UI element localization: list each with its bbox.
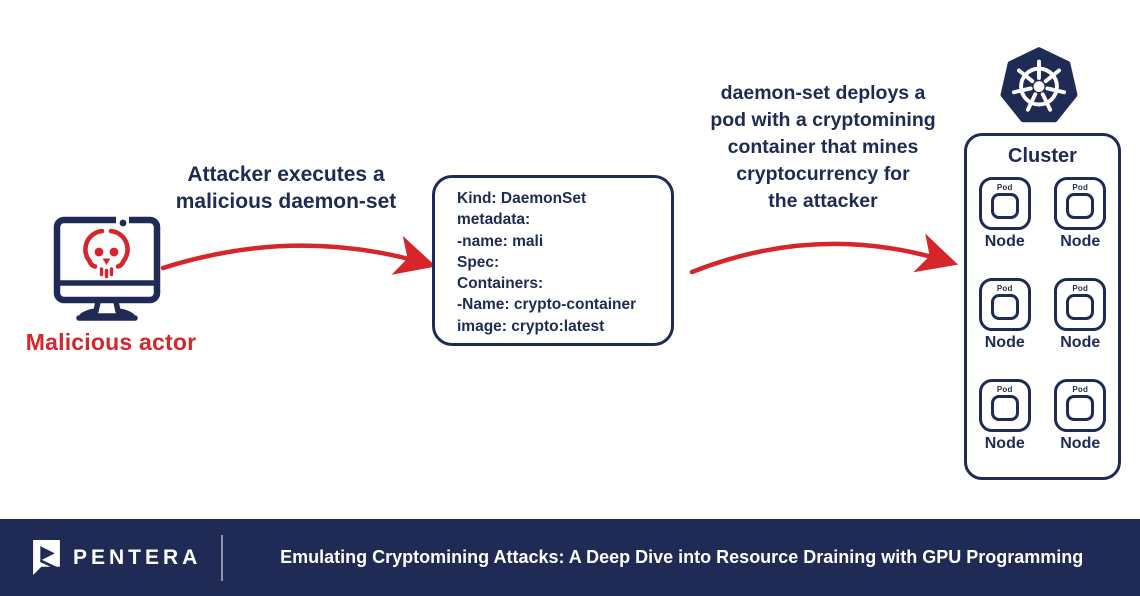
malicious-actor-figure	[50, 212, 162, 324]
code-line: -Name: crypto-container	[457, 296, 637, 314]
code-line: image: crypto:latest	[457, 317, 605, 335]
node-label: Node	[1060, 435, 1101, 452]
node-grid: Pod Node Pod Node Pod Node	[967, 177, 1118, 453]
node-unit: Pod Node	[978, 177, 1031, 251]
cluster-title: Cluster	[1008, 145, 1077, 167]
pentera-brand: PENTERA	[33, 540, 201, 575]
node-label: Node	[1060, 334, 1101, 351]
node-cell: Pod	[978, 278, 1031, 331]
pod-container-icon	[1066, 395, 1095, 421]
node-cell: Pod	[1054, 379, 1107, 432]
monitor-icon	[53, 215, 161, 321]
pod-label: Pod	[1072, 183, 1089, 192]
pod-container-icon	[990, 294, 1019, 320]
pod-label: Pod	[1072, 385, 1089, 394]
node-unit: Pod Node	[1054, 177, 1107, 251]
cluster-box: Cluster Pod Node Pod Node Pod	[964, 133, 1121, 480]
code-line: Spec:	[457, 253, 500, 271]
step1-label: Attacker executes a malicious daemon-set	[175, 163, 397, 213]
code-line: Containers:	[457, 275, 544, 293]
pod-label: Pod	[1072, 284, 1089, 293]
pod-label: Pod	[996, 385, 1013, 394]
node-unit: Pod Node	[978, 379, 1031, 453]
pod-container-icon	[990, 193, 1019, 219]
code-line: Kind: DaemonSet	[457, 190, 587, 207]
node-cell: Pod	[1054, 278, 1107, 331]
footer-bar: PENTERA Emulating Cryptomining Attacks: …	[0, 519, 1140, 596]
node-label: Node	[1060, 233, 1101, 250]
attack-arrow-1-icon	[160, 235, 437, 275]
malicious-actor-label: Malicious actor	[25, 329, 197, 355]
pod-container-icon	[1066, 294, 1095, 320]
pod-label: Pod	[996, 284, 1013, 293]
node-cell: Pod	[978, 379, 1031, 432]
pentera-logo-icon	[33, 540, 60, 575]
skull-icon	[83, 228, 130, 279]
kubernetes-icon	[1000, 46, 1078, 124]
code-line: metadata:	[457, 211, 531, 229]
daemonset-yaml-box: Kind: DaemonSet metadata: -name: mali Sp…	[432, 175, 674, 346]
node-label: Node	[984, 435, 1025, 452]
node-unit: Pod Node	[1054, 278, 1107, 352]
footer-divider	[221, 534, 224, 581]
node-cell: Pod	[978, 177, 1031, 230]
attack-arrow-2-icon	[689, 233, 959, 275]
code-line: -name: mali	[457, 232, 544, 250]
node-cell: Pod	[1054, 177, 1107, 230]
pod-label: Pod	[996, 183, 1013, 192]
footer-title: Emulating Cryptomining Attacks: A Deep D…	[280, 547, 1084, 567]
node-label: Node	[984, 334, 1025, 351]
step2-label: daemon-set deploys a pod with a cryptomi…	[710, 82, 936, 212]
node-label: Node	[984, 233, 1025, 250]
node-unit: Pod Node	[978, 278, 1031, 352]
pod-container-icon	[1066, 193, 1095, 219]
pod-container-icon	[990, 395, 1019, 421]
node-unit: Pod Node	[1054, 379, 1107, 453]
brand-name: PENTERA	[73, 545, 202, 569]
